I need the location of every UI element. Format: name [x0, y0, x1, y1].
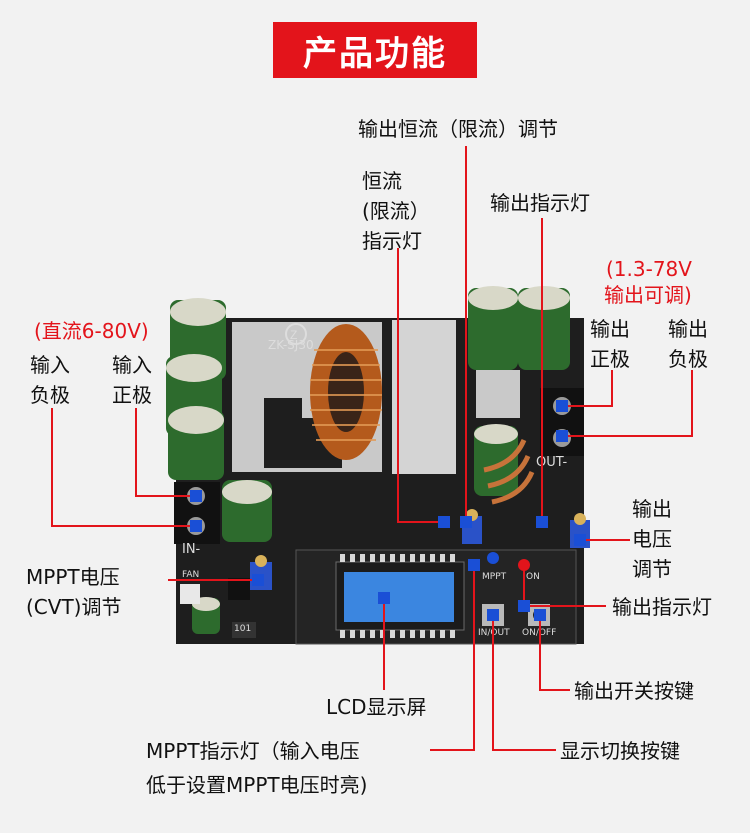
marker-cc-led: [438, 516, 450, 528]
line-out-pos: [562, 370, 613, 407]
label-cc-led-3: 指示灯: [362, 229, 422, 253]
marker-in-neg: [190, 520, 202, 532]
marker-out-pos: [556, 400, 568, 412]
label-cc-led-2: (限流）: [362, 199, 430, 223]
marker-mppt-led: [468, 559, 480, 571]
page-title: 产品功能: [273, 22, 477, 78]
label-out-led-right: 输出指示灯: [612, 595, 712, 619]
label-out-v-1: 输出: [632, 497, 672, 521]
label-in-pos-1: 输入: [112, 353, 152, 377]
mppt-led: [487, 552, 499, 564]
marker-cc-adjust: [460, 516, 472, 528]
label-switch-key: 输出开关按键: [574, 679, 694, 703]
label-out-pos-2: 正极: [590, 347, 630, 371]
silk-on: ON: [526, 572, 540, 582]
silk-101: 101: [234, 624, 252, 634]
label-mppt-led-2: 低于设置MPPT电压时亮): [146, 773, 368, 797]
label-display-key: 显示切换按键: [560, 739, 680, 763]
line-display-key: [492, 615, 556, 751]
svg-text:Z: Z: [290, 328, 297, 342]
label-out-led-top: 输出指示灯: [490, 191, 590, 215]
marker-mppt-voltage: [252, 574, 264, 586]
line-out-neg: [562, 370, 693, 437]
label-out-v-2: 电压: [632, 527, 672, 551]
line-out-led-right: [523, 565, 606, 607]
silk-model: ZK-SJ30: [268, 338, 314, 352]
label-out-neg-2: 负极: [668, 347, 708, 371]
label-in-pos-2: 正极: [112, 383, 152, 407]
line-mppt-led: [430, 565, 475, 751]
logo-icon: [285, 323, 307, 345]
label-out-neg-1: 输出: [668, 317, 708, 341]
marker-in-pos: [190, 490, 202, 502]
label-in-neg-2: 负极: [30, 383, 70, 407]
label-range-1: (1.3-78V: [606, 257, 692, 281]
marker-out-led-top: [536, 516, 548, 528]
label-range-2: 输出可调): [604, 283, 692, 307]
marker-out-neg: [556, 430, 568, 442]
label-cc-adjust: 输出恒流（限流）调节: [358, 117, 558, 141]
lcd-screen: [344, 572, 454, 622]
label-in-neg-1: 输入: [30, 353, 70, 377]
input-capacitors: [166, 298, 272, 634]
line-switch-key: [539, 615, 570, 691]
label-out-v-3: 调节: [632, 557, 672, 581]
line-cc-led: [397, 248, 444, 523]
line-in-neg: [51, 408, 196, 527]
silk-mppt: MPPT: [482, 572, 507, 582]
line-in-pos: [135, 408, 196, 497]
label-mppt-v-2: (CVT)调节: [26, 595, 122, 619]
label-mppt-v-1: MPPT电压: [26, 565, 120, 589]
label-out-pos-1: 输出: [590, 317, 630, 341]
label-cc-led-1: 恒流: [362, 169, 402, 193]
marker-lcd: [378, 592, 390, 604]
silk-fan: FAN: [182, 570, 200, 580]
marker-display-key: [487, 609, 499, 621]
heatsink-right: [392, 320, 456, 474]
label-in-range: (直流6-80V): [34, 319, 149, 343]
marker-out-led-right: [518, 600, 530, 612]
silk-out: OUT-: [536, 455, 568, 470]
label-lcd: LCD显示屏: [326, 695, 427, 719]
label-mppt-led-1: MPPT指示灯（输入电压: [146, 739, 360, 763]
marker-switch-key: [534, 609, 546, 621]
marker-out-voltage: [574, 534, 586, 546]
silk-in: IN-: [182, 542, 201, 557]
